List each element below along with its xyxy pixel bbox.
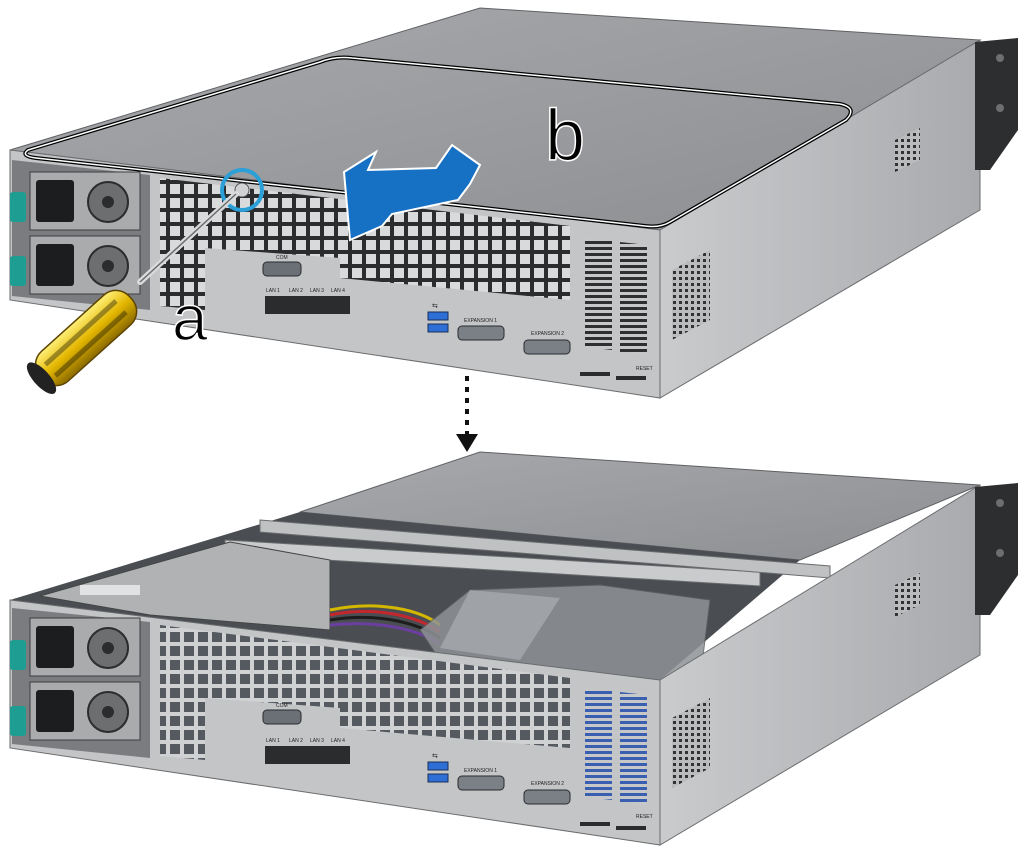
psu-handle-2: [10, 256, 26, 286]
rack-ear: [975, 38, 1018, 170]
svg-text:LAN 2: LAN 2: [289, 738, 303, 744]
svg-text:LAN 4: LAN 4: [331, 288, 345, 294]
com-label-bottom: COM: [276, 703, 288, 709]
svg-text:LAN 4: LAN 4: [331, 738, 345, 744]
usb-icon: ⇆: [432, 303, 438, 310]
screw-callout-label: a: [172, 282, 208, 354]
usb-ports: ⇆: [427, 303, 449, 333]
expansion-port-2: [523, 339, 571, 355]
internal-psu: [39, 541, 331, 631]
lan-ports: LAN 1 LAN 2 LAN 3 LAN 4: [265, 288, 350, 314]
expansion-port-1: [457, 325, 505, 341]
usb-icon: ⇆: [432, 753, 438, 760]
svg-text:RESET: RESET: [636, 814, 653, 820]
svg-text:LAN 1: LAN 1: [266, 738, 280, 744]
rear-grill: [160, 178, 570, 310]
expansion-1-label: EXPANSION 1: [464, 318, 497, 324]
nas-unit-closed: COM LAN 1 LAN 2 LAN 3 LAN 4 ⇆ EXPANSION …: [9, 7, 1018, 399]
com-port: [262, 261, 302, 277]
nas-unit-opened: COM LAN 1 LAN 2 LAN 3 LAN 4 ⇆ EXPANSION …: [9, 451, 1018, 846]
svg-text:EXPANSION 2: EXPANSION 2: [531, 781, 564, 787]
screwdriver-icon: [26, 191, 239, 394]
arrow-down-dotted-icon: [456, 376, 478, 452]
svg-text:EXPANSION 1: EXPANSION 1: [464, 768, 497, 774]
psu-handle-1: [10, 192, 26, 222]
reset-label: RESET: [636, 366, 653, 372]
svg-text:LAN 3: LAN 3: [310, 288, 324, 294]
svg-text:LAN 1: LAN 1: [266, 288, 280, 294]
screw-highlight: [220, 168, 264, 212]
expansion-2-label: EXPANSION 2: [531, 331, 564, 337]
svg-text:LAN 2: LAN 2: [289, 288, 303, 294]
slide-arrow-icon: [342, 143, 482, 242]
com-label: COM: [276, 255, 288, 261]
svg-text:LAN 3: LAN 3: [310, 738, 324, 744]
cover-callout-label: b: [545, 96, 585, 176]
